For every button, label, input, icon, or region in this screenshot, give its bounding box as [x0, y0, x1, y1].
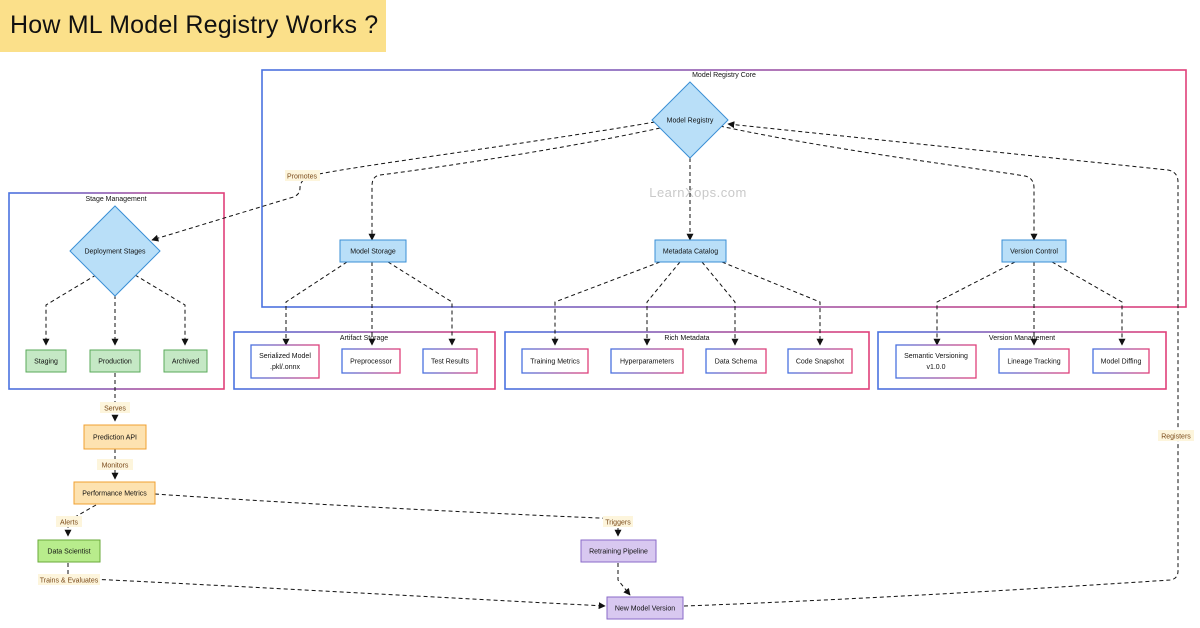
edge-registry-storage	[368, 127, 661, 241]
group-label-metadata: Rich Metadata	[664, 335, 709, 342]
edge-version-semantic	[933, 261, 1016, 346]
node-label-model-registry: Model Registry	[667, 118, 714, 125]
node-label-version-control: Version Control	[1010, 249, 1058, 256]
node-model-storage[interactable]: Model Storage	[339, 239, 407, 263]
group-version-management: Version Management	[877, 331, 1167, 390]
edge-label-monitors: Monitors	[102, 463, 129, 470]
node-label-data-scientist: Data Scientist	[47, 549, 90, 556]
node-new-model-version[interactable]: New Model Version	[606, 596, 684, 620]
node-label-lineage-tracking: Lineage Tracking	[1007, 359, 1060, 366]
edge-catalog-training	[551, 261, 661, 346]
edge-stages-archived	[134, 274, 189, 346]
edge-trains-evaluates	[67, 563, 606, 610]
title-banner: How ML Model Registry Works ?	[0, 0, 386, 52]
node-data-scientist[interactable]: Data Scientist	[37, 539, 101, 563]
node-label-preprocessor: Preprocessor	[350, 359, 392, 366]
node-performance-metrics[interactable]: Performance Metrics	[73, 481, 156, 505]
node-serialized-model[interactable]: Serialized Model .pkl/.onnx	[250, 344, 320, 379]
node-version-control[interactable]: Version Control	[1001, 239, 1067, 263]
node-label-model-storage: Model Storage	[350, 249, 396, 256]
edge-storage-serialized	[282, 261, 348, 346]
group-artifact-storage: Artifact Storage	[233, 331, 496, 390]
node-label-data-schema: Data Schema	[715, 359, 758, 366]
node-label-model-diffing: Model Diffing	[1101, 359, 1142, 366]
edge-stages-staging	[42, 274, 97, 346]
node-hyperparameters[interactable]: Hyperparameters	[610, 348, 684, 374]
node-test-results[interactable]: Test Results	[422, 348, 478, 374]
edge-label-triggers: Triggers	[605, 520, 631, 527]
node-label-semantic-versioning-2: v1.0.0	[926, 364, 945, 371]
edge-alerts	[64, 504, 97, 537]
node-lineage-tracking[interactable]: Lineage Tracking	[998, 348, 1070, 374]
node-label-production: Production	[98, 359, 132, 366]
edge-registers	[683, 121, 1179, 607]
node-preprocessor[interactable]: Preprocessor	[341, 348, 401, 374]
edge-catalog-snapshot	[721, 261, 824, 346]
group-label-core: Model Registry Core	[692, 72, 756, 79]
group-stage-management: Stage Management	[8, 192, 225, 390]
edge-retrain-newversion	[617, 563, 631, 596]
node-label-hyperparameters: Hyperparameters	[620, 359, 675, 366]
node-label-deployment-stages: Deployment Stages	[84, 249, 146, 256]
edge-registry-version	[719, 125, 1038, 241]
node-label-training-metrics: Training Metrics	[530, 359, 580, 366]
node-label-archived: Archived	[172, 359, 199, 366]
node-label-code-snapshot: Code Snapshot	[796, 359, 844, 366]
node-model-diffing[interactable]: Model Diffing	[1092, 348, 1150, 374]
edge-labels: Promotes Serves Monitors Alerts Triggers…	[38, 170, 1194, 585]
edge-catalog-schema	[701, 261, 739, 346]
node-retraining-pipeline[interactable]: Retraining Pipeline	[580, 539, 657, 563]
edge-label-registers: Registers	[1161, 434, 1191, 441]
node-deployment-stages[interactable]: Deployment Stages	[69, 205, 161, 297]
node-label-metadata-catalog: Metadata Catalog	[663, 249, 718, 256]
node-production[interactable]: Production	[89, 349, 141, 373]
edge-triggers	[154, 493, 622, 537]
node-label-performance-metrics: Performance Metrics	[82, 491, 147, 498]
node-staging[interactable]: Staging	[25, 349, 67, 373]
node-metadata-catalog[interactable]: Metadata Catalog	[654, 239, 727, 263]
node-label-new-model-version: New Model Version	[615, 606, 675, 613]
group-rich-metadata: Rich Metadata	[504, 331, 870, 390]
page-title: How ML Model Registry Works ?	[10, 11, 379, 39]
node-data-schema[interactable]: Data Schema	[705, 348, 767, 374]
edge-label-promotes: Promotes	[287, 174, 317, 181]
node-code-snapshot[interactable]: Code Snapshot	[787, 348, 853, 374]
watermark: LearnXops.com	[649, 185, 747, 200]
node-label-serialized-model-2: .pkl/.onnx	[270, 364, 300, 371]
node-archived[interactable]: Archived	[163, 349, 208, 373]
node-semantic-versioning[interactable]: Semantic Versioning v1.0.0	[895, 344, 977, 379]
edge-label-serves: Serves	[104, 406, 126, 413]
edge-promotes	[151, 121, 656, 242]
group-label-version: Version Management	[989, 335, 1055, 342]
node-prediction-api[interactable]: Prediction API	[83, 424, 147, 450]
node-label-serialized-model-1: Serialized Model	[259, 353, 311, 360]
group-model-registry-core: Model Registry Core	[261, 69, 1187, 308]
node-label-prediction-api: Prediction API	[93, 435, 137, 442]
node-model-registry[interactable]: Model Registry	[651, 81, 729, 159]
group-label-stage: Stage Management	[85, 196, 146, 203]
group-label-artifact: Artifact Storage	[340, 335, 388, 342]
edges	[42, 121, 1179, 610]
node-label-semantic-versioning-1: Semantic Versioning	[904, 353, 968, 360]
edge-version-diffing	[1051, 261, 1126, 346]
node-label-retraining-pipeline: Retraining Pipeline	[589, 549, 648, 556]
node-training-metrics[interactable]: Training Metrics	[521, 348, 589, 374]
edge-label-alerts: Alerts	[60, 520, 78, 527]
edge-catalog-hyper	[643, 261, 681, 346]
node-label-test-results: Test Results	[431, 359, 470, 366]
node-label-staging: Staging	[34, 359, 58, 366]
edge-label-trains-evaluates: Trains & Evaluates	[40, 578, 99, 585]
